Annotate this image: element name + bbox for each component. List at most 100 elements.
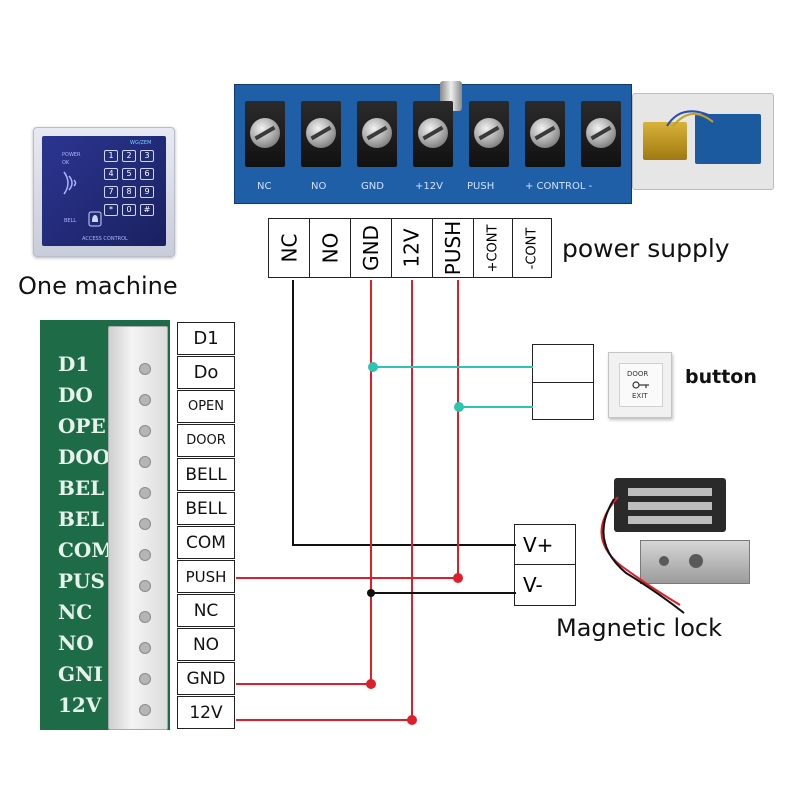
keypad-ok-label: OK: [62, 160, 70, 166]
ps-cell-label: GND: [359, 225, 384, 271]
keypad-bell-label: BELL: [64, 218, 77, 224]
screw-terminal: [245, 101, 285, 167]
key-3: 3: [140, 150, 154, 162]
connector-pin: [139, 673, 151, 685]
key-9: 9: [140, 186, 154, 198]
keypad-power-label: POWER: [62, 152, 81, 158]
controller-terminal-d1: D1: [177, 322, 235, 355]
lock-terminal-v-plus: V+: [514, 524, 576, 566]
connector-pin: [139, 549, 151, 561]
pcb-label: BEL: [58, 476, 105, 500]
button-terminal-bottom: [532, 382, 594, 420]
controller-terminal-gnd: GND: [177, 662, 235, 695]
terminal-label-gnd: GND: [361, 181, 384, 192]
key-8: 8: [122, 186, 136, 198]
junction-dot: [453, 573, 463, 583]
exit-button-photo: DOOR EXIT: [608, 352, 672, 418]
screw-terminal: [469, 101, 509, 167]
screw-terminal: [301, 101, 341, 167]
pcb-label: DO: [58, 383, 93, 407]
key-4: 4: [104, 168, 118, 180]
controller-terminal-no: NO: [177, 628, 235, 661]
controller-terminal-do: Do: [177, 356, 235, 389]
pcb-label: COM: [58, 538, 114, 562]
key-1: 1: [104, 150, 118, 162]
pcb-label: D1: [58, 352, 90, 376]
pcb-label: 12V: [58, 693, 102, 717]
ps-cell-label: +CONT: [485, 224, 501, 272]
key-7: 7: [104, 186, 118, 198]
ps-cell-no: NO: [309, 218, 351, 278]
magnetic-lock-photo: [614, 478, 726, 532]
bell-icon: [88, 211, 102, 227]
ps-cell-plus-cont: +CONT: [473, 218, 513, 278]
keypad-face: WG/ZEM POWER OK BELL 1 2 3 4 5 6 7 8 9 *…: [42, 136, 166, 246]
card-reader-icon: [63, 171, 77, 195]
ps-cell-label: NC: [277, 233, 301, 263]
connector-pin: [139, 394, 151, 406]
screw-terminal: [357, 101, 397, 167]
terminal-label-12v: +12V: [415, 181, 443, 192]
connector-pin: [139, 487, 151, 499]
ps-cell-label: -CONT: [524, 227, 540, 269]
ps-cell-gnd: GND: [350, 218, 392, 278]
controller-terminal-nc: NC: [177, 594, 235, 627]
plate-screw-hole: [659, 556, 669, 566]
key-6: 6: [140, 168, 154, 180]
terminal-block-photo: NC NO GND +12V PUSH + CONTROL -: [234, 81, 632, 204]
key-hash: #: [140, 204, 154, 216]
armature-plate-photo: [640, 540, 750, 584]
junction-dot: [367, 589, 375, 597]
keypad-header-text: WG/ZEM: [130, 140, 152, 146]
lock-terminal-label: V+: [523, 533, 554, 557]
controller-terminal-door: DOOR: [177, 424, 235, 457]
circuit-board-icon: [695, 114, 761, 164]
ps-cell-nc: NC: [268, 218, 310, 278]
power-supply-photo: [632, 93, 774, 190]
keypad-machine: WG/ZEM POWER OK BELL 1 2 3 4 5 6 7 8 9 *…: [33, 127, 175, 257]
wire-push: [236, 280, 459, 579]
terminal-label-push: PUSH: [467, 181, 495, 192]
exit-button-face: DOOR EXIT: [619, 363, 663, 407]
connector-pin: [139, 456, 151, 468]
lock-wires: [600, 496, 685, 614]
controller-terminal-open: OPEN: [177, 390, 235, 423]
connector-pin: [139, 704, 151, 716]
pcb-label: GNI: [58, 662, 103, 686]
pcb-label: PUS: [58, 569, 105, 593]
ps-cell-label: NO: [317, 232, 342, 264]
key-5: 5: [122, 168, 136, 180]
button-caption: button: [685, 366, 757, 388]
connector-pin: [139, 363, 151, 375]
key-star: *: [104, 204, 118, 216]
wire-nc-to-v-plus: [292, 280, 516, 546]
pcb-label: NO: [58, 631, 94, 655]
ps-cell-label: 12V: [399, 228, 424, 268]
ps-cell-minus-cont: -CONT: [512, 218, 552, 278]
lock-coil-stripe: [628, 516, 712, 524]
junction-dot: [368, 362, 378, 372]
connector-pin: [139, 425, 151, 437]
pcb-label: DOO: [58, 445, 111, 469]
ps-cell-push: PUSH: [432, 218, 474, 278]
lock-caption: Magnetic lock: [556, 614, 722, 642]
key-2: 2: [122, 150, 136, 162]
exit-button-exit-text: EXIT: [632, 392, 648, 400]
junction-dot: [366, 679, 376, 689]
machine-caption: One machine: [18, 272, 178, 300]
connector-pin: [139, 518, 151, 530]
connector-pin: [139, 580, 151, 592]
transformer-icon: [643, 122, 687, 160]
button-terminal-top: [532, 344, 594, 384]
key-icon: [632, 381, 649, 389]
key-0: 0: [122, 204, 136, 216]
exit-button-door-text: DOOR: [627, 370, 649, 378]
controller-terminal-com: COM: [177, 526, 235, 559]
controller-terminal-bell: BELL: [177, 458, 235, 491]
junction-dot: [454, 402, 464, 412]
terminal-label-nc: NC: [257, 181, 272, 192]
pcb-label: NC: [58, 600, 93, 624]
wire-gnd: [236, 280, 372, 685]
ps-cell-label: PUSH: [441, 220, 465, 276]
connector-pin: [139, 611, 151, 623]
